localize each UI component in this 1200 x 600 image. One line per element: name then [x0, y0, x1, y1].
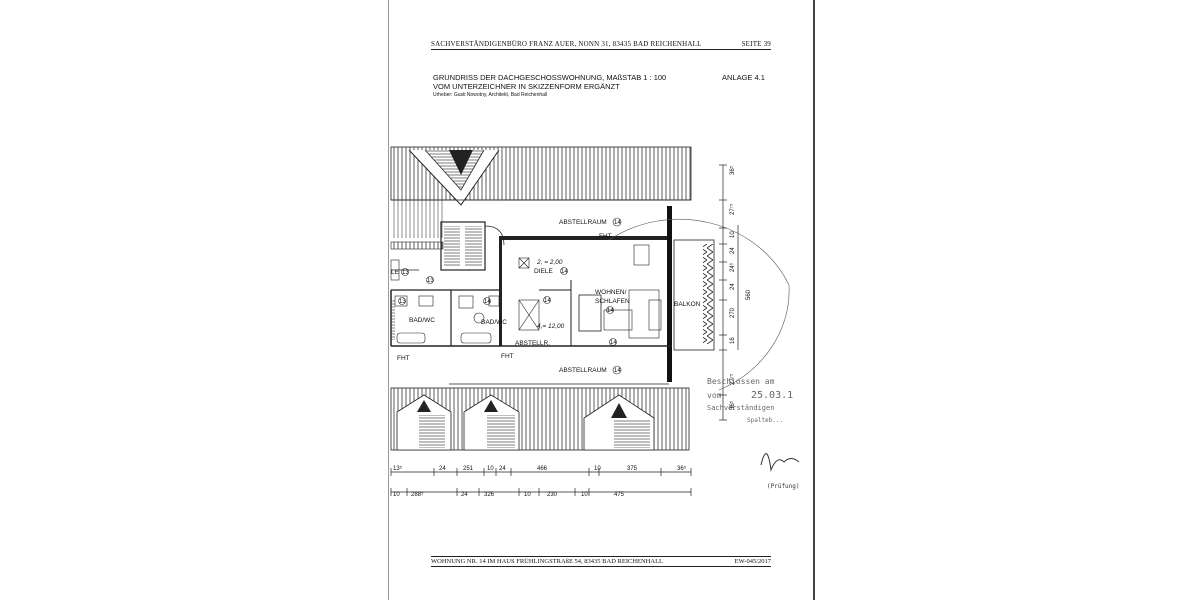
diele-area-label: 2, = 2,00 [536, 259, 563, 266]
roof-top [390, 146, 692, 238]
room-number-abstellr: 14 [610, 340, 617, 346]
stamp-date: 25.03.1 [751, 390, 793, 401]
dim-right-8: 16 [730, 337, 736, 344]
dim-top-6: 10 [594, 466, 601, 472]
abstellraum-top: ABSTELLRAUM 14 [499, 199, 669, 227]
dim-bottom-3: 326 [484, 492, 495, 498]
room-label-abstellraum-top: ABSTELLRAUM [559, 219, 607, 226]
room-label-badwc-mid: BAD/WC [481, 319, 507, 326]
dim-right-7: 560 [746, 289, 752, 300]
dim-bottom-7: 475 [614, 492, 625, 498]
signature-caption: (Prüfung) [767, 483, 800, 490]
stair-block [440, 221, 505, 271]
stamp-line-4: Spalteb... [747, 417, 783, 424]
dim-right-1: 27⁷⁵ [729, 203, 736, 215]
room-label-diele: DIELE [534, 268, 553, 275]
dim-bottom-0: 10 [393, 492, 400, 498]
stamp-line-1: Beschlossen am [707, 377, 775, 386]
plan-title-block: GRUNDRISS DER DACHGESCHOSSWOHNUNG, MAßST… [433, 73, 666, 100]
office-address: SACHVERSTÄNDIGENBÜRO FRANZ AUER, NONN 31… [431, 40, 702, 48]
dimension-rows: 13⁵ 24 251 10 24 466 10 375 36⁵ 10 288⁵ … [390, 465, 692, 498]
dim-bottom-2: 24 [461, 492, 468, 498]
room-label-abstellraum-bottom: ABSTELLRAUM [559, 367, 607, 374]
dim-top-7: 375 [627, 466, 638, 472]
fht-left-label: FHT [397, 355, 410, 362]
room-label-badwc-left: BAD/WC [409, 317, 435, 324]
stamp-line-3: Sachverständigen [707, 404, 774, 412]
plan-author: Urheber: Gusti Nowotny, Architekt, Bad R… [433, 92, 548, 98]
plan-title: GRUNDRISS DER DACHGESCHOSSWOHNUNG, MAßST… [433, 73, 667, 82]
dim-bottom-4: 10 [524, 492, 531, 498]
dim-top-3: 10 [487, 466, 494, 472]
roof-bottom [390, 383, 690, 451]
dim-right-6: 270 [730, 307, 736, 318]
room-label-balkon: BALKON [674, 301, 701, 308]
dim-bottom-1: 288⁵ [411, 491, 424, 498]
signature: (Prüfung) [760, 453, 800, 490]
room-labels: FHT 2, = 2,00 DIELE 14 WOHNEN/ SCHLAFEN … [391, 233, 630, 375]
fht-top-label: FHT [599, 233, 612, 240]
dim-top-4: 24 [499, 466, 506, 472]
circle-14: 14 [544, 298, 551, 304]
dim-top-0: 13⁵ [393, 465, 403, 472]
dim-top-8: 36⁵ [677, 465, 687, 472]
dim-right-4: 24⁶ [729, 262, 736, 272]
dim-right-0: 36⁵ [729, 165, 736, 175]
room-number-diele-13: 13 [402, 270, 409, 276]
fht-mid-label: FHT [501, 353, 514, 360]
dim-bottom-5: 230 [547, 492, 558, 498]
dim-right-5: 24 [730, 283, 736, 290]
stamp-line-2: vom [707, 391, 722, 400]
annex-label: ANLAGE 4.1 [722, 73, 765, 82]
wohnen-area-label: 4,= 12,00 [537, 323, 565, 330]
dim-right-3: 24 [730, 247, 736, 254]
dashed-arc [608, 219, 790, 391]
dimension-column-right: 36⁵ 27⁷⁵ 10 24 24⁶ 24 270 560 16 27⁷⁵ 36… [719, 164, 752, 421]
room-number-wohnen: 14 [607, 308, 614, 314]
page-footer: WOHNUNG NR. 14 IM HAUS FRÜHLINGSTRAßE 54… [431, 556, 771, 567]
dim-right-9: 27⁷⁵ [729, 373, 736, 385]
footer-address: WOHNUNG NR. 14 IM HAUS FRÜHLINGSTRAßE 54… [431, 558, 664, 565]
room-label-abstellr: ABSTELLR. [515, 340, 550, 347]
bath-fixtures [391, 295, 500, 344]
circle-13: 13 [427, 278, 434, 284]
floor-plan-drawing: ABSTELLRAUM 14 [390, 146, 800, 498]
approval-stamp: Beschlossen am vom 25.03.1 Sachverständi… [707, 377, 793, 424]
room-label-diele-13: LE [391, 269, 400, 276]
document-page: SACHVERSTÄNDIGENBÜRO FRANZ AUER, NONN 31… [388, 0, 815, 600]
dim-right-10: 36⁵ [729, 400, 736, 410]
room-number-badwc-left: 13 [399, 299, 406, 305]
dim-top-5: 466 [537, 466, 548, 472]
room-number-abstellraum-bottom: 14 [614, 368, 621, 374]
dim-top-1: 24 [439, 466, 446, 472]
dim-top-2: 251 [463, 466, 474, 472]
footer-code: EW-045/2017 [734, 558, 771, 565]
room-number-diele: 14 [561, 269, 568, 275]
dim-right-2: 10 [730, 231, 736, 238]
room-number-badwc-mid: 14 [484, 299, 491, 305]
room-label-wohnen: WOHNEN/ [595, 289, 627, 296]
room-label-schlafen: SCHLAFEN [595, 298, 630, 305]
balcony: BALKON [673, 239, 715, 351]
page-header: SACHVERSTÄNDIGENBÜRO FRANZ AUER, NONN 31… [431, 40, 771, 50]
dim-bottom-6: 10 [581, 492, 588, 498]
room-number-abstellraum-top: 14 [614, 220, 621, 226]
plan-subtitle: VOM UNTERZEICHNER IN SKIZZENFORM ERGÄNZT [433, 82, 620, 91]
page-number: SEITE 39 [741, 40, 771, 48]
